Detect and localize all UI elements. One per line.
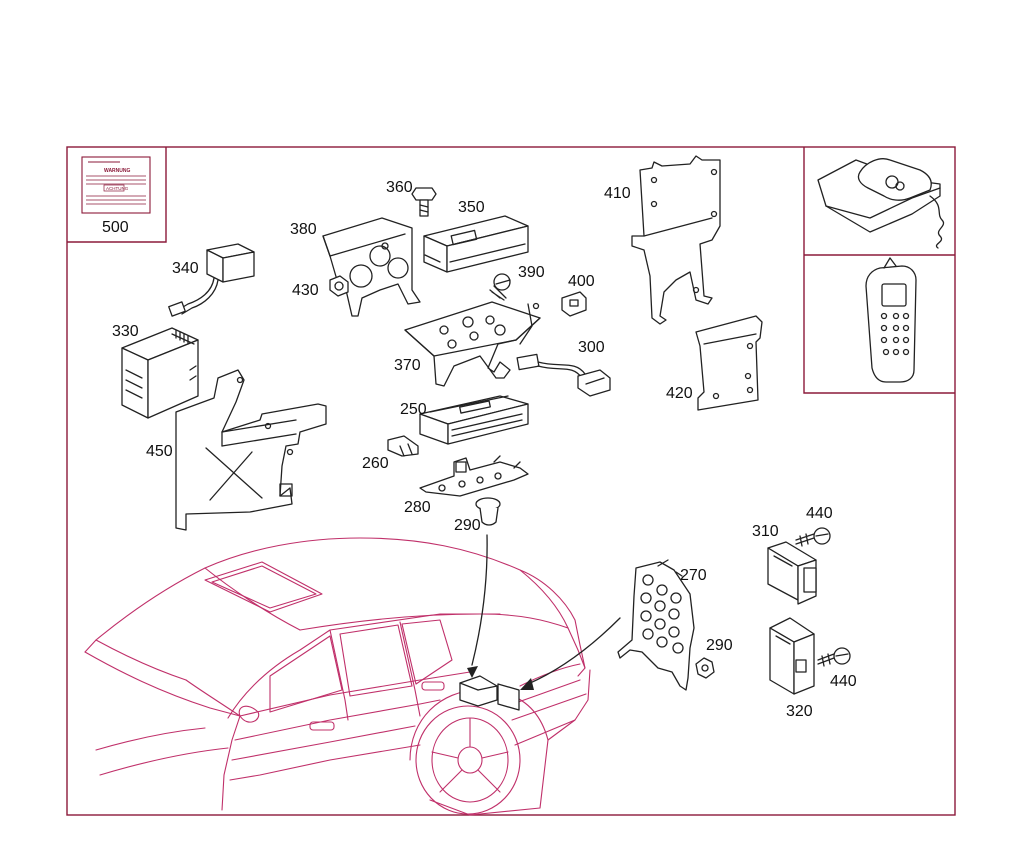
part-290-grommet-lower: [695, 657, 715, 679]
part-260-clip: [387, 435, 419, 457]
part-400-clip: [561, 291, 587, 317]
part-320-module: [769, 617, 815, 695]
phone-inset-frame: [803, 147, 955, 394]
rear-mount-plate-left: [459, 675, 498, 707]
callout-340: 340: [172, 260, 199, 277]
callout-280: 280: [404, 499, 431, 516]
car-phone-cradle-handset: [817, 158, 945, 249]
part-390-screw: [489, 273, 511, 301]
part-250-telephone-unit: [419, 395, 529, 445]
sticker-warning-text: WARNUNG: [104, 168, 130, 174]
callout-320: 320: [786, 703, 813, 720]
callout-labels: 500 360 350 410 380 340 430 390 400 330 …: [102, 179, 857, 720]
callout-380: 380: [290, 221, 317, 238]
callout-430: 430: [292, 282, 319, 299]
mobile-phone-handset: [865, 257, 917, 383]
part-370-bracket: [404, 301, 541, 387]
callout-420: 420: [666, 385, 693, 402]
part-340-relay: [168, 243, 255, 317]
callout-410: 410: [604, 185, 631, 202]
diagram-frame: [66, 146, 956, 816]
part-360-bolt: [411, 187, 437, 217]
callout-440-lower: 440: [830, 673, 857, 690]
callout-360: 360: [386, 179, 413, 196]
callout-500: 500: [102, 219, 129, 236]
callout-290-lower: 290: [706, 637, 733, 654]
sticker-caution-text: ACHTUNG: [106, 186, 129, 191]
callout-310: 310: [752, 523, 779, 540]
part-310-module: [767, 541, 817, 605]
part-300-cable: [516, 353, 611, 397]
part-270-bracket: [617, 559, 695, 691]
part-420-plate: [695, 315, 763, 411]
part-410-bracket: [631, 155, 721, 325]
callout-400: 400: [568, 273, 595, 290]
part-380-bracket: [322, 217, 421, 317]
callout-270: 270: [680, 567, 707, 584]
callout-350: 350: [458, 199, 485, 216]
callout-290-upper: 290: [454, 517, 481, 534]
part-440-screw-upper: [795, 527, 831, 547]
part-330-module: [121, 327, 199, 419]
part-350-module: [423, 215, 529, 273]
rear-mount-plate-right: [497, 683, 520, 711]
callout-370: 370: [394, 357, 421, 374]
arrow-to-car-right: [520, 617, 621, 690]
callout-250: 250: [400, 401, 427, 418]
callout-330: 330: [112, 323, 139, 340]
callout-260: 260: [362, 455, 389, 472]
part-440-screw-lower: [817, 647, 851, 667]
part-430-nut: [329, 275, 349, 297]
callout-300: 300: [578, 339, 605, 356]
part-290-grommet-upper: [475, 497, 501, 526]
callout-390: 390: [518, 264, 545, 281]
sticker-inset-frame: [67, 147, 167, 243]
callout-450: 450: [146, 443, 173, 460]
arrow-to-car-left: [467, 534, 488, 678]
warning-sticker: WARNUNG ACHTUNG: [81, 156, 151, 214]
callout-440-upper: 440: [806, 505, 833, 522]
part-280-holder: [419, 455, 529, 497]
car-outline: [84, 537, 591, 816]
part-450-bracket: [175, 369, 327, 531]
